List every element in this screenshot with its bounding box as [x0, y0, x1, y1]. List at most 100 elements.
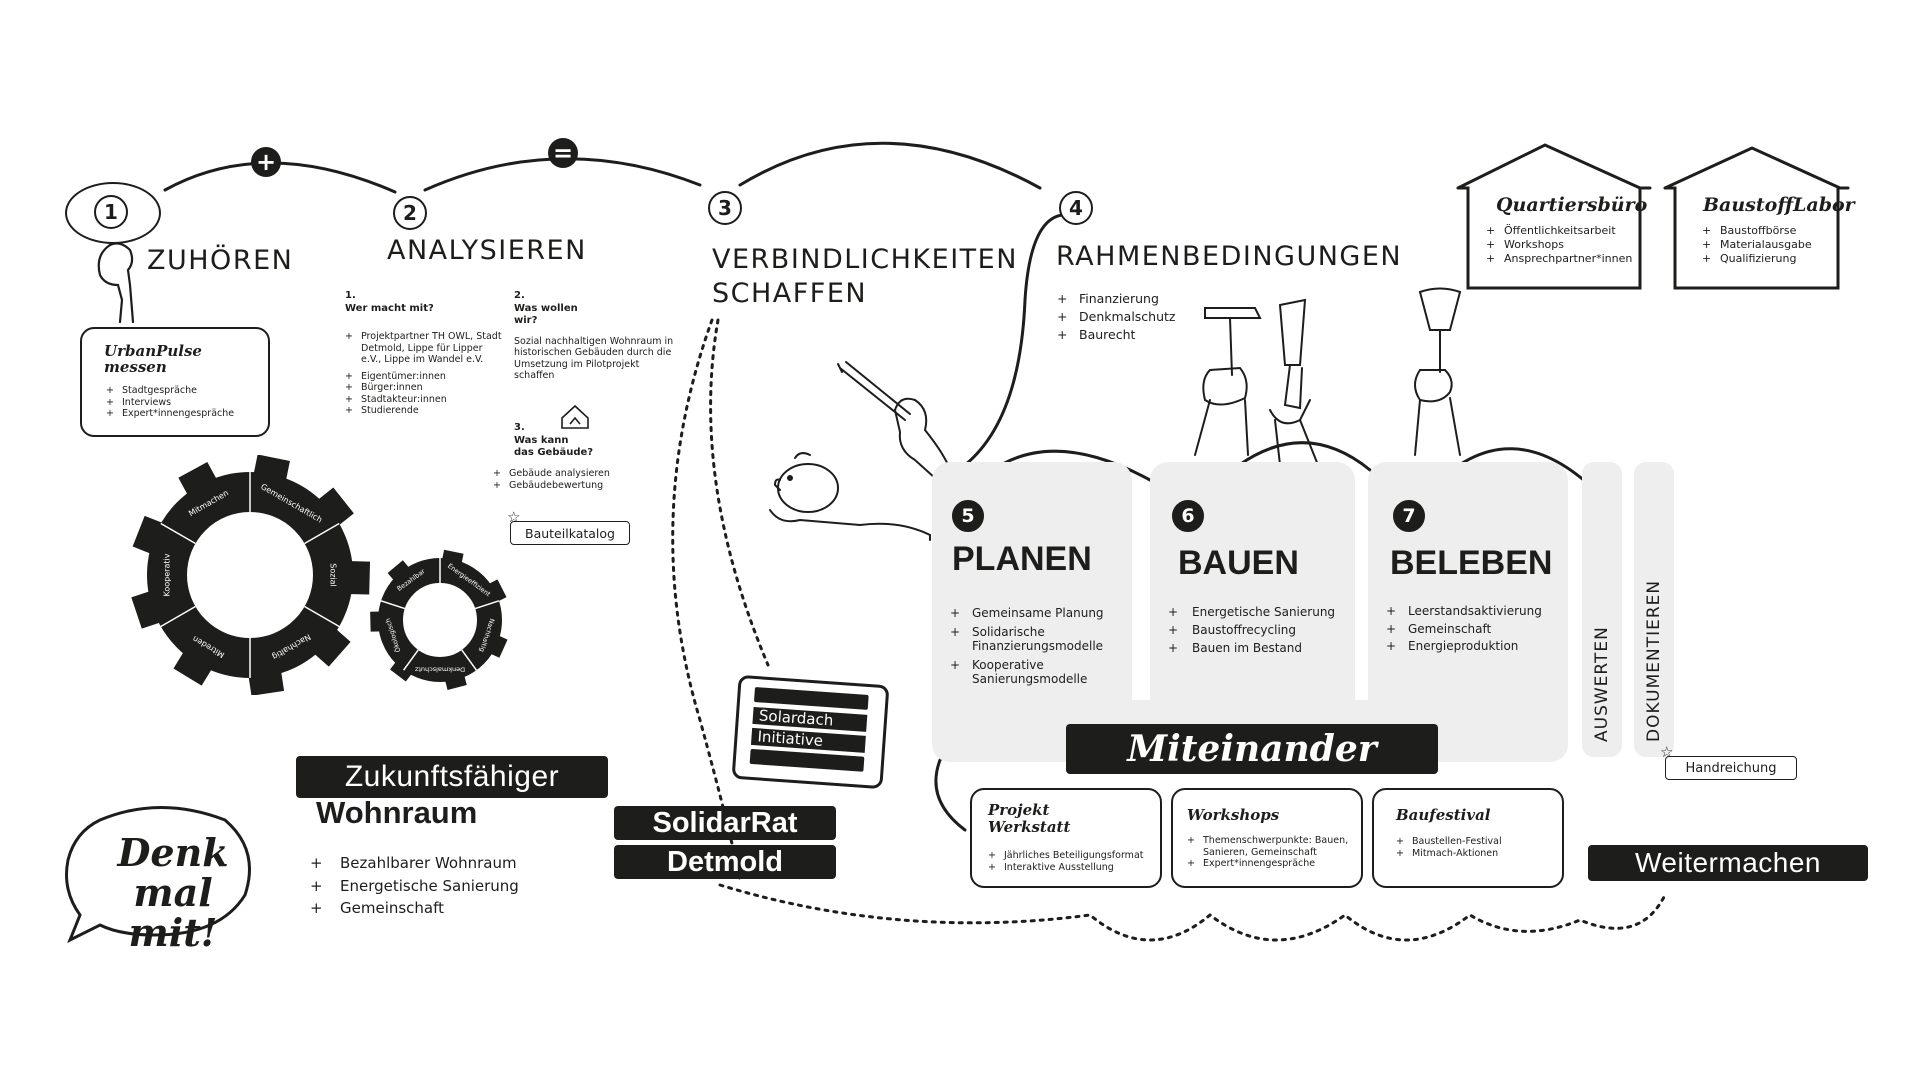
step-title-rahmenbedingungen: RAHMENBEDINGUNGEN — [1056, 241, 1403, 272]
list-item: Jährliches Beteiligungsformat — [988, 850, 1144, 862]
quartiersbuero-list: Öffentlichkeitsarbeit Workshops Ansprech… — [1486, 224, 1632, 266]
denkmal-line2: mit! — [128, 910, 218, 955]
list-item: Projektpartner TH OWL, Stadt Detmold, Li… — [345, 331, 505, 366]
list-item: Expert*innengespräche — [1187, 858, 1357, 870]
step-number-3: 3 — [708, 191, 742, 225]
list-item: Solidarische Finanzierungsmodelle — [950, 625, 1125, 654]
gear-big-divider — [160, 522, 196, 545]
list-item: Kooperative Sanierungsmodelle — [950, 658, 1125, 687]
question-title-line1: Was kann — [514, 434, 569, 446]
baufestival-card: Baufestival Baustellen-Festival Mitmach-… — [1372, 788, 1564, 888]
list-item: Eigentümer:innen — [345, 371, 505, 383]
list-item: Leerstandsaktivierung — [1386, 603, 1561, 621]
solardach-line2: Initiative — [750, 727, 866, 753]
gear-small-label: Denkmalschutz — [414, 665, 465, 673]
step-title-verbindlichkeiten: VERBINDLICHKEITEN SCHAFFEN — [712, 243, 1018, 311]
step-number-6: 6 — [1172, 500, 1204, 532]
list-item: Bauen im Bestand — [1168, 639, 1348, 657]
gear-small-divider — [474, 600, 500, 610]
list-item: Materialausgabe — [1702, 238, 1812, 252]
list-item: Expert*innengespräche — [106, 408, 234, 420]
piggy-bank-drawing — [769, 452, 931, 541]
dotted-line-left — [671, 318, 742, 882]
step-number-4: 4 — [1059, 191, 1093, 225]
baustofflabor-title: BaustoffLabor — [1703, 194, 1855, 216]
gear-big-tooth — [311, 626, 351, 667]
weitermachen-bar: Weitermachen — [1588, 845, 1868, 881]
step-number-5: 5 — [952, 500, 984, 532]
gear-big-label: Sozial — [328, 563, 337, 587]
house-icon — [561, 404, 589, 429]
step-number-2: 2 — [393, 196, 427, 230]
list-item: Bezahlbarer Wohnraum — [310, 852, 519, 875]
projektwerkstatt-title-line1: Projekt — [988, 801, 1050, 819]
analyse-question-1: 1. Wer macht mit? Projektpartner TH OWL,… — [345, 290, 505, 417]
step-title-analysieren: ANALYSIEREN — [387, 235, 587, 266]
list-item: Interviews — [106, 397, 234, 409]
baufestival-list: Baustellen-Festival Mitmach-Aktionen — [1396, 836, 1502, 859]
question-title-line2: das Gebäude? — [514, 447, 594, 458]
list-item: Gemeinsame Planung — [950, 606, 1125, 621]
list-item: Energieproduktion — [1386, 638, 1561, 656]
hands-tools-drawing — [1194, 287, 1462, 471]
gear-big-tooth — [178, 462, 219, 498]
list-item: Finanzierung — [1057, 290, 1175, 308]
list-item: Energetische Sanierung — [1168, 603, 1348, 621]
list-item: Gebäude analysieren — [493, 468, 610, 480]
gear-small-diagram: EnergieeffizientNachhaltigDenkmalschutzÖ… — [370, 549, 508, 690]
list-item: Gemeinschaft — [310, 897, 519, 920]
dotted-bottom — [718, 883, 1667, 942]
question-number: 1. — [345, 290, 356, 301]
list-item: Baustoffrecycling — [1168, 621, 1348, 639]
projektwerkstatt-card: Projekt Werkstatt Jährliches Beteiligung… — [970, 788, 1162, 888]
dotted-line-right — [709, 318, 770, 667]
curve-4-planen — [963, 213, 1064, 467]
denkmal-line1: Denk mal — [117, 830, 229, 915]
list-item: Öffentlichkeitsarbeit — [1486, 224, 1632, 238]
gear-small-tooth — [387, 560, 412, 584]
hand-bubble-drawing — [97, 242, 135, 324]
baufestival-title: Baufestival — [1396, 806, 1491, 824]
bauteilkatalog-tag[interactable]: Bauteilkatalog — [510, 521, 630, 545]
list-item: Gebäudebewertung — [493, 480, 610, 492]
list-item: Ansprechpartner*innen — [1486, 252, 1632, 266]
urbanpulse-title-line1: UrbanPulse — [104, 342, 202, 360]
list-item: Studierende — [345, 405, 505, 417]
list-item: Energetische Sanierung — [310, 875, 519, 898]
analyse-question-3: 3. Was kann das Gebäude? — [514, 422, 674, 460]
handreichung-tag[interactable]: Handreichung — [1665, 756, 1797, 780]
planen-list: Gemeinsame Planung Solidarische Finanzie… — [950, 606, 1125, 687]
gear-small-divider — [402, 649, 419, 671]
detmold-bar: Detmold — [614, 845, 836, 879]
equals-connector-icon: = — [548, 138, 578, 168]
bauen-list: Energetische Sanierung Baustoffrecycling… — [1168, 603, 1348, 657]
urbanpulse-list: Stadtgespräche Interviews Expert*innenge… — [106, 385, 234, 420]
question-number: 2. — [514, 290, 525, 301]
list-item: Mitmach-Aktionen — [1396, 848, 1502, 860]
list-item: Themenschwerpunkte: Bauen, Sanieren, Gem… — [1187, 835, 1357, 858]
gear-big-divider — [304, 522, 340, 545]
analyse-question-2: 2. Was wollen wir? Sozial nachhaltigen W… — [514, 290, 674, 382]
question-title: Wer macht mit? — [345, 302, 434, 314]
list-item: Workshops — [1486, 238, 1632, 252]
projektwerkstatt-list: Jährliches Beteiligungsformat Interaktiv… — [988, 850, 1144, 873]
step-title-zuhoeren: ZUHÖREN — [147, 245, 294, 276]
list-item: Qualifizierung — [1702, 252, 1812, 266]
zukunft-title-line2: Wohnraum — [316, 795, 478, 830]
list-item: Bürger:innen — [345, 382, 505, 394]
solardach-panel: Solardach Initiative — [731, 674, 890, 790]
list-item: Baustoffbörse — [1702, 224, 1812, 238]
analyse-question-3-list: Gebäude analysieren Gebäudebewertung — [493, 468, 610, 491]
question-text: Sozial nachhaltigen Wohnraum in historis… — [514, 335, 674, 382]
gear-small-divider — [461, 649, 478, 671]
denkmal-text: Denk mal mit! — [88, 833, 258, 953]
question-list: Projektpartner TH OWL, Stadt Detmold, Li… — [345, 331, 505, 417]
quartiersbuero-title: Quartiersbüro — [1496, 194, 1648, 216]
rahmen-list: Finanzierung Denkmalschutz Baurecht — [1057, 290, 1175, 344]
auswerten-column — [1582, 462, 1622, 757]
urbanpulse-title-line2: messen — [104, 358, 167, 376]
step-number-7: 7 — [1393, 500, 1425, 532]
list-item: Stadtgespräche — [106, 385, 234, 397]
denkmal-speech-bubble — [65, 806, 251, 944]
gear-big-tooth — [173, 649, 214, 686]
